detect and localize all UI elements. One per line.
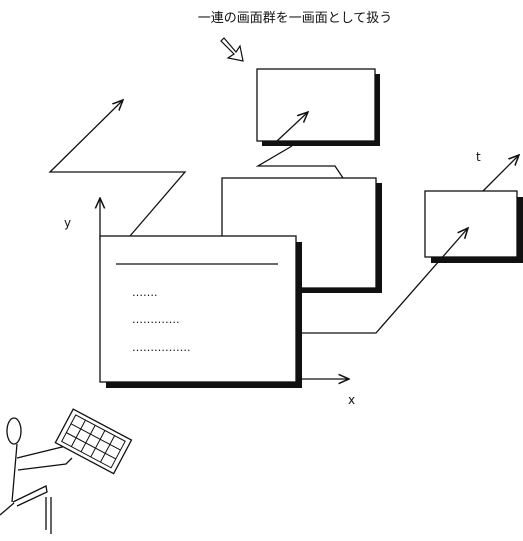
t-axis-arrow <box>482 155 519 192</box>
screen-top-arrow <box>276 112 308 142</box>
keyboard-icon <box>54 408 133 475</box>
screen-link-top-middle <box>255 145 344 179</box>
screen-chain-zigzag <box>48 100 187 237</box>
t-axis-label: t <box>476 150 481 164</box>
screen-link-right <box>300 228 468 334</box>
screen-top <box>256 68 380 146</box>
hollow-arrow-icon <box>220 37 244 62</box>
stick-figure-icon <box>0 417 73 534</box>
y-axis-label: y <box>64 216 71 230</box>
document-row-2: …………. <box>132 313 180 326</box>
document-row-1: ……. <box>132 286 158 299</box>
screen-front: ……. …………. ……………. <box>99 235 302 388</box>
x-axis-label: x <box>348 393 355 407</box>
diagram-caption: 一連の画面群を一画面として扱う <box>198 11 393 26</box>
document-row-3: ……………. <box>132 341 191 354</box>
screen-right <box>424 190 523 263</box>
